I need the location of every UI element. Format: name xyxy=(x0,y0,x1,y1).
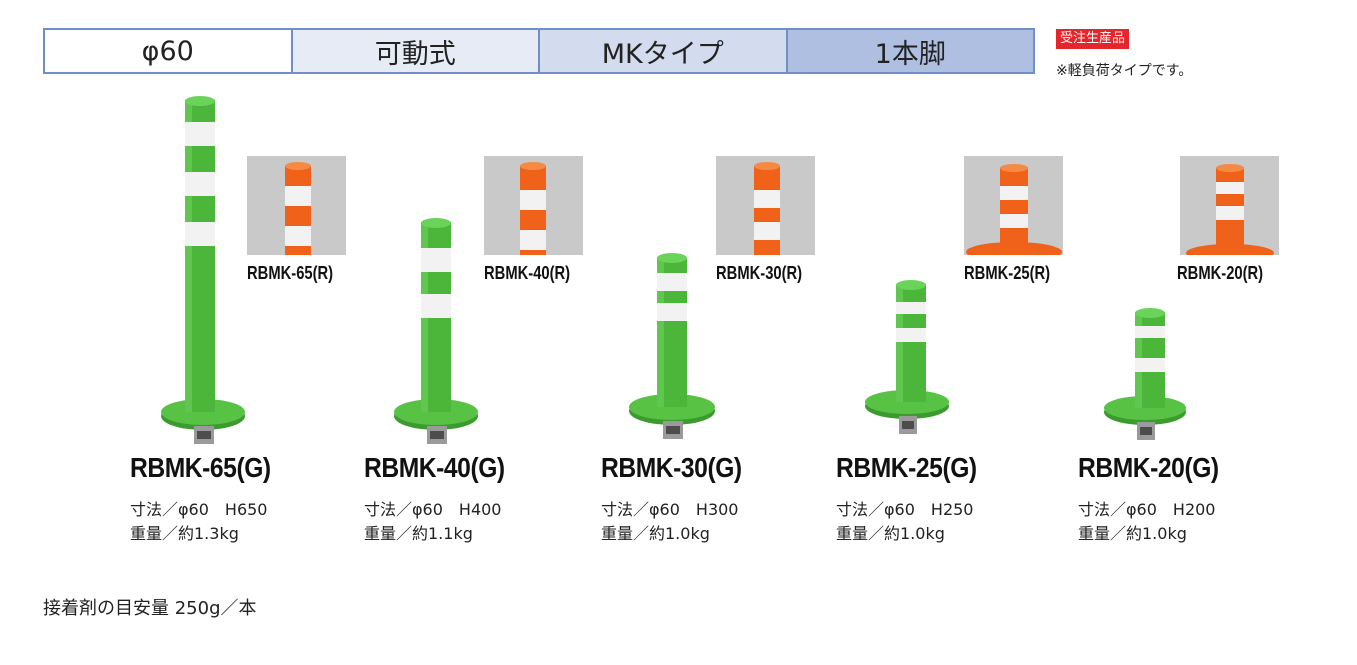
variant-label-rbmk-25: RBMK-25(R) xyxy=(964,263,1051,283)
variant-label-rbmk-30: RBMK-30(R) xyxy=(716,263,803,283)
product-size-rbmk-65: 寸法／φ60 H650 xyxy=(130,500,268,519)
variant-label-rbmk-65: RBMK-65(R) xyxy=(247,263,334,283)
spec-diameter: φ60 xyxy=(45,30,293,72)
variant-label-rbmk-40: RBMK-40(R) xyxy=(484,263,571,283)
made-to-order-badge: 受注生産品 xyxy=(1056,29,1130,49)
product-size-rbmk-20: 寸法／φ60 H200 xyxy=(1078,500,1216,519)
spec-mount-type: 可動式 xyxy=(292,30,540,72)
product-name-rbmk-25: RBMK-25(G) xyxy=(836,452,977,483)
product-weight-rbmk-20: 重量／約1.0kg xyxy=(1078,524,1187,543)
spec-legs: 1本脚 xyxy=(787,30,1033,72)
product-weight-rbmk-40: 重量／約1.1kg xyxy=(364,524,473,543)
bollard-30-illustration xyxy=(629,253,715,439)
product-weight-rbmk-25: 重量／約1.0kg xyxy=(836,524,945,543)
light-load-note: ※軽負荷タイプです。 xyxy=(1056,63,1193,79)
product-name-rbmk-65: RBMK-65(G) xyxy=(130,452,271,483)
product-image-rbmk-25 xyxy=(863,280,953,444)
product-size-rbmk-30: 寸法／φ60 H300 xyxy=(601,500,739,519)
spec-bar: φ60 可動式 MKタイプ 1本脚 xyxy=(43,28,1035,74)
product-weight-rbmk-30: 重量／約1.0kg xyxy=(601,524,710,543)
product-name-rbmk-30: RBMK-30(G) xyxy=(601,452,742,483)
product-image-rbmk-65 xyxy=(160,96,250,448)
bollard-40-illustration xyxy=(394,218,478,444)
product-size-rbmk-40: 寸法／φ60 H400 xyxy=(364,500,502,519)
product-name-rbmk-40: RBMK-40(G) xyxy=(364,452,505,483)
product-image-rbmk-20 xyxy=(1102,308,1192,448)
variant-photo-rbmk-25 xyxy=(964,156,1063,255)
product-weight-rbmk-65: 重量／約1.3kg xyxy=(130,524,239,543)
product-image-rbmk-30 xyxy=(628,253,718,445)
adhesive-amount-note: 接着剤の目安量 250g／本 xyxy=(43,598,257,619)
bollard-65-illustration xyxy=(161,96,245,444)
bollard-25-illustration xyxy=(865,280,949,434)
product-image-rbmk-40 xyxy=(393,218,483,448)
product-name-rbmk-20: RBMK-20(G) xyxy=(1078,452,1219,483)
variant-label-rbmk-20: RBMK-20(R) xyxy=(1177,263,1264,283)
variant-photo-rbmk-20 xyxy=(1180,156,1279,255)
spec-series: MKタイプ xyxy=(540,30,788,72)
product-size-rbmk-25: 寸法／φ60 H250 xyxy=(836,500,974,519)
variant-photo-rbmk-30 xyxy=(716,156,815,255)
bollard-20-illustration xyxy=(1104,308,1186,440)
variant-photo-rbmk-40 xyxy=(484,156,583,255)
variant-photo-rbmk-65 xyxy=(247,156,346,255)
